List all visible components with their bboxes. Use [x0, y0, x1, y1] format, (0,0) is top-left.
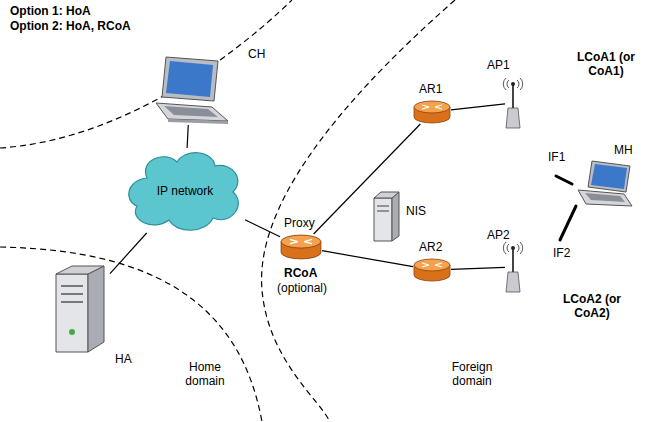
node-label: AP1 — [487, 58, 510, 72]
network-node: AP1 — [505, 78, 521, 128]
node-label: AR2 — [419, 240, 442, 254]
network-node: AR1 — [413, 100, 451, 124]
annotation-label: LCoA2 (or CoA2) — [556, 292, 628, 320]
node-label: AR1 — [419, 82, 442, 96]
boundary-line — [0, 247, 262, 422]
network-node: AR2 — [413, 258, 451, 282]
annotation-label: RCoA — [284, 266, 317, 280]
node-label: HA — [115, 352, 132, 366]
network-link — [187, 125, 188, 148]
annotation-label: IF2 — [553, 246, 570, 260]
annotation-label: (optional) — [277, 281, 327, 295]
network-node: MH — [574, 160, 632, 208]
node-icon — [413, 258, 451, 282]
annotation-label: Home domain — [176, 360, 234, 388]
node-label: Proxy — [284, 216, 315, 230]
boundary-line — [262, 0, 455, 422]
annotation-label: Option 2: HoA, RCoA — [10, 19, 131, 33]
network-node: HA — [48, 262, 110, 354]
network-node: IP network — [125, 148, 245, 233]
network-link — [245, 220, 280, 237]
node-label: AP2 — [487, 228, 510, 242]
node-icon — [505, 242, 521, 292]
node-label: IP network — [153, 184, 217, 198]
network-link — [451, 267, 505, 269]
network-node: AP2 — [505, 242, 521, 292]
node-icon — [280, 234, 322, 260]
node-icon — [505, 78, 521, 128]
node-icon — [372, 190, 400, 242]
node-label: CH — [248, 47, 265, 61]
node-icon — [48, 262, 110, 354]
network-link — [110, 233, 147, 274]
annotation-label: Foreign domain — [440, 360, 504, 388]
network-link — [451, 104, 505, 110]
annotation-label: LCoA1 (or CoA1) — [570, 50, 642, 78]
annotation-label: IF1 — [548, 150, 565, 164]
node-label: MH — [614, 143, 633, 157]
network-node: CH — [150, 55, 230, 125]
interface-antenna — [556, 176, 572, 184]
network-link — [322, 251, 413, 267]
network-node: NIS — [372, 190, 400, 242]
node-icon — [574, 160, 632, 208]
node-label: NIS — [406, 204, 426, 218]
network-node: Proxy — [280, 234, 322, 260]
annotation-label: Option 1: HoA — [10, 4, 91, 18]
network-link — [314, 124, 421, 234]
interface-antenna — [560, 206, 576, 240]
node-icon — [150, 55, 230, 125]
boundary-line — [0, 0, 292, 148]
node-icon — [413, 100, 451, 124]
